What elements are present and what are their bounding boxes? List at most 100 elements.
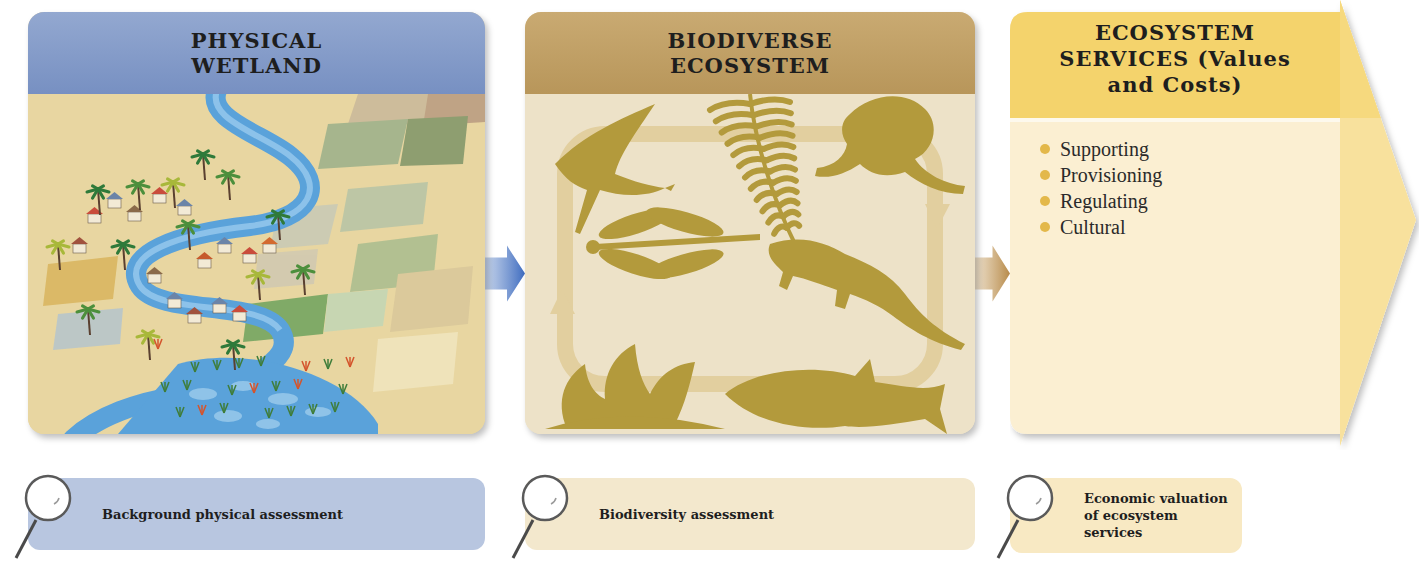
wetland-illustration-part xyxy=(136,94,310,330)
wetland-illustration-part xyxy=(340,182,428,232)
flow-arrow xyxy=(975,246,1010,302)
wetland-illustration-part xyxy=(324,289,388,332)
wetland-illustration-part xyxy=(154,339,354,418)
wetland-illustration-part xyxy=(250,383,254,393)
wetland-illustration-part xyxy=(176,199,193,206)
wetland-illustration-part xyxy=(71,237,88,244)
wetland-illustration-part xyxy=(53,308,123,350)
wetland-illustration-part xyxy=(88,306,94,309)
ecosystem-panel: BIODIVERSE ECOSYSTEM xyxy=(525,12,975,434)
flow-arrow xyxy=(485,246,525,302)
assessment-label: Background physical assessment xyxy=(102,506,343,523)
biodiversity-illustration-part xyxy=(728,137,761,144)
wetland-illustration-part xyxy=(214,410,242,422)
biodiversity-illustration-part xyxy=(760,133,793,138)
wetland-illustration-part xyxy=(303,266,309,269)
wetland-illustration-part xyxy=(346,357,350,367)
wetland-illustration-part xyxy=(118,358,378,434)
wetland-illustration-part xyxy=(58,241,64,244)
biodiversity-illustration-part xyxy=(710,99,799,233)
wetland-illustration-part xyxy=(343,384,347,394)
wetland-illustration-part xyxy=(188,221,194,224)
biodiversity-illustration-part xyxy=(763,144,793,149)
wetland-illustration-part xyxy=(400,116,468,166)
magnifier-icon-part xyxy=(551,498,556,504)
wetland-illustration-part xyxy=(211,297,228,304)
wetland-illustration-part xyxy=(256,419,280,429)
magnifier-icon-part xyxy=(998,520,1018,558)
wetland-illustration-part xyxy=(98,186,104,189)
wetland-illustration-part xyxy=(265,408,269,418)
wetland-illustration-part xyxy=(187,380,191,390)
wetland-illustration-part xyxy=(213,360,217,370)
wetland-illustration-part xyxy=(47,151,314,370)
wetland-illustration-part xyxy=(148,331,154,334)
services-arrow-shape-part xyxy=(1010,0,1419,450)
wetland-illustration-part xyxy=(373,332,458,392)
wetland-illustration-part xyxy=(305,407,331,417)
wetland-illustration-part xyxy=(220,403,224,413)
magnifier-icon-part xyxy=(26,476,70,520)
wetland-illustration-part xyxy=(218,244,231,253)
assessment-box: Biodiversity assessment xyxy=(525,478,975,550)
services-arrow: ECOSYSTEM SERVICES (Values and Costs) Sup… xyxy=(1010,0,1419,450)
panel-header: ECOSYSTEM SERVICES (Values and Costs) xyxy=(1010,0,1340,118)
wetland-illustration-part xyxy=(148,274,161,283)
services-arrow-shape-part xyxy=(1340,0,1419,450)
wetland-illustration-part xyxy=(243,254,256,263)
wetland-illustration-part xyxy=(390,266,473,332)
magnifier-icon-part xyxy=(54,498,59,504)
wetland-illustration-part xyxy=(196,252,213,259)
wetland-illustration-part xyxy=(123,241,129,244)
magnifier-icon-part xyxy=(523,476,567,520)
wetland-illustration-part xyxy=(261,237,278,244)
magnifier-icon xyxy=(511,472,581,562)
service-item: Cultural xyxy=(1060,214,1419,240)
magnifier-icon-part xyxy=(1036,498,1041,504)
wetland-illustration-part xyxy=(173,179,179,182)
wetland-illustration-part xyxy=(324,359,328,369)
wetland-illustration-part xyxy=(154,339,158,349)
biodiversity-illustration-part xyxy=(725,359,947,434)
wetland-illustration-part xyxy=(254,249,318,289)
biodiversity-illustration-part xyxy=(586,240,600,254)
biodiversity-illustration-part xyxy=(545,417,725,430)
wetland-illustration-part xyxy=(191,362,195,372)
biodiversity-illustration-part xyxy=(545,94,965,434)
biodiversity-illustration-part xyxy=(783,212,798,217)
services-arrow-shape-part xyxy=(1010,118,1340,122)
wetland-illustration-part xyxy=(73,244,86,253)
wetland-illustration-part xyxy=(331,402,335,412)
wetland-illustration-part xyxy=(188,314,201,323)
wetland-illustration-part xyxy=(233,312,246,321)
wetland-illustration-part xyxy=(189,381,331,429)
wetland-illustration xyxy=(28,94,485,434)
wetland-illustration-part xyxy=(231,305,248,312)
wetland-illustration-part xyxy=(232,385,236,395)
biodiversity-illustration-part xyxy=(716,114,754,121)
wetland-illustration-part xyxy=(241,247,258,254)
wetland-illustration-part xyxy=(202,405,206,415)
wetland-illustration-part xyxy=(183,380,187,390)
biodiversity-illustration-part xyxy=(745,170,770,177)
wetland-illustration-part xyxy=(198,405,202,415)
wetland-illustration-part xyxy=(287,406,291,416)
wetland-illustration-part xyxy=(258,271,264,274)
wetland-illustration-part xyxy=(189,388,217,400)
wetland-illustration-part xyxy=(261,356,265,366)
wetland-illustration-part xyxy=(198,259,211,268)
wetland-illustration-part xyxy=(233,341,239,344)
biodiversity-illustration-part xyxy=(780,201,798,206)
assessment-box: Economic valuation of ecosystem services xyxy=(1010,478,1242,553)
wetland-illustration-part xyxy=(108,199,121,208)
wetland-illustration-part xyxy=(291,406,295,416)
service-item: Supporting xyxy=(1060,136,1419,162)
wetland-illustration-part xyxy=(168,299,181,308)
panel-header: PHYSICAL WETLAND xyxy=(28,12,485,94)
biodiversity-illustration-part xyxy=(925,204,950,229)
biodiversity-illustration-part xyxy=(787,223,800,228)
biodiversity-illustration-part xyxy=(562,344,695,424)
wetland-illustration-part xyxy=(153,194,166,203)
wetland-illustration-part xyxy=(224,403,228,413)
wetland-illustration-part xyxy=(88,214,101,223)
